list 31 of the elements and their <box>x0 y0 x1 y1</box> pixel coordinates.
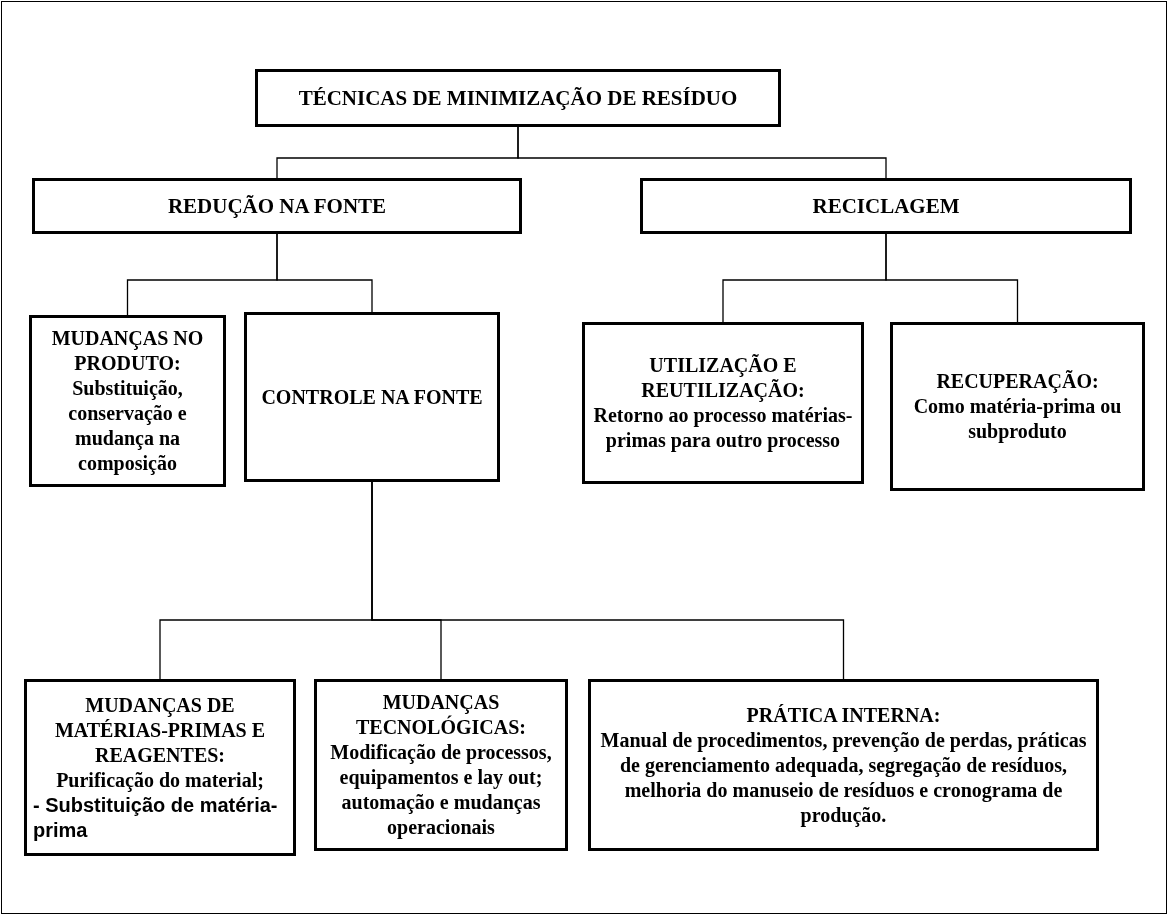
box-heading: MUDANÇAS DE MATÉRIAS-PRIMAS E REAGENTES: <box>53 692 267 768</box>
box-text: - Substituição de matéria-prima <box>33 792 279 843</box>
box-text: REDUÇÃO NA FONTE <box>167 192 387 220</box>
category-box <box>24 679 296 856</box>
box-heading: PRÁTICA INTERNA: <box>746 702 941 728</box>
box-text: Retorno ao processo matérias-primas para outro processo <box>592 403 854 453</box>
box-text: CONTROLE NA FONTE <box>261 384 483 410</box>
box-heading: MUDANÇAS NO PRODUTO: <box>50 326 205 376</box>
box-heading: RECUPERAÇÃO: <box>936 369 1099 394</box>
box-text: Purificação do material; <box>56 767 264 793</box>
connector-line <box>276 233 373 313</box>
category-box <box>314 679 568 851</box>
category-box <box>32 178 522 234</box>
box-text: TÉCNICAS DE MINIMIZAÇÃO DE RESÍDUO <box>298 84 738 112</box>
box-heading: UTILIZAÇÃO E REUTILIZAÇÃO: <box>640 353 806 403</box>
category-box <box>890 322 1145 491</box>
connector-line <box>885 233 1019 323</box>
category-box <box>29 315 226 487</box>
category-box <box>588 679 1099 851</box>
category-box <box>640 178 1132 234</box>
box-text: Como matéria-prima ou subproduto <box>912 394 1123 444</box>
box-text: RECICLAGEM <box>812 192 960 220</box>
box-text: Substituição, conservação e mudança na composição <box>67 376 188 476</box>
box-text: Modificação de processos, equipamentos e lay out; automação e mudanças operacionais <box>329 740 553 840</box>
category-box <box>255 69 781 127</box>
category-box <box>244 312 500 482</box>
connector-line <box>371 481 845 680</box>
connector-line <box>517 126 887 179</box>
category-box <box>582 322 864 484</box>
box-text: Manual de procedimentos, prevenção de perdas, práticas de gerenciamento adequada, segregação de resíduos, melhoria do manuseio de resíduos e cronograma de produção. <box>599 727 1088 828</box>
box-heading: MUDANÇAS TECNOLÓGICAS: <box>355 690 527 740</box>
